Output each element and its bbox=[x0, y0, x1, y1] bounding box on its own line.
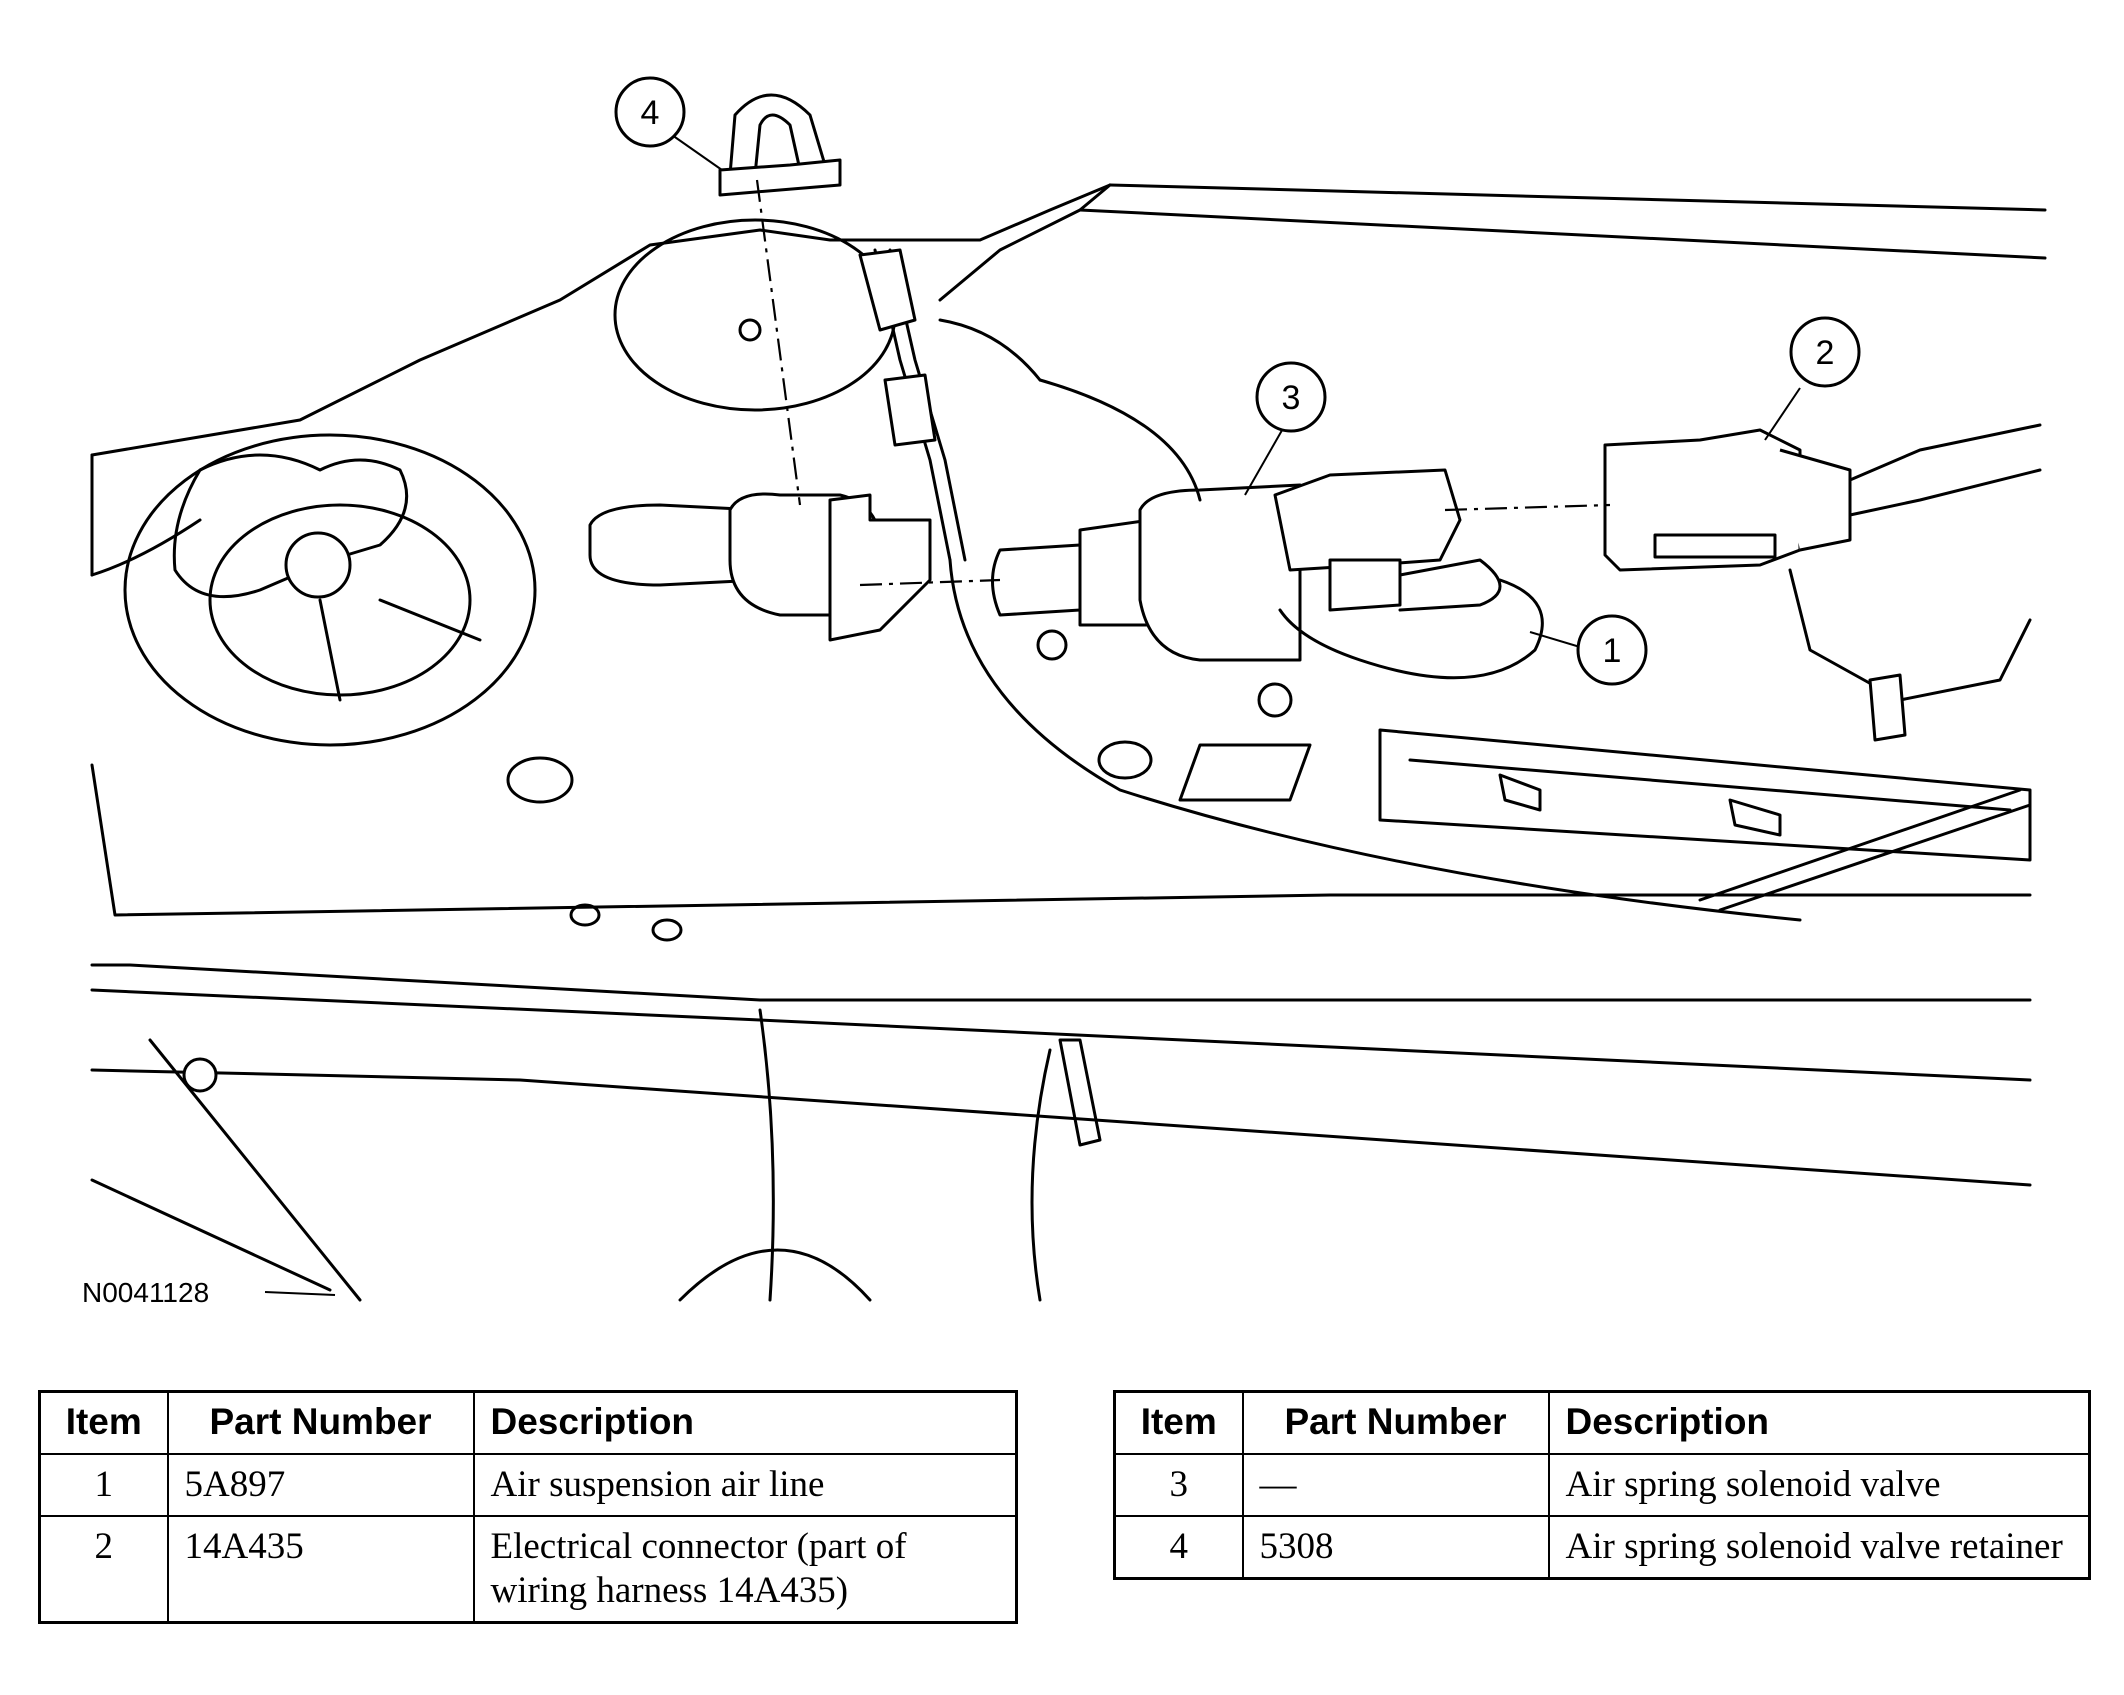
cell-item: 3 bbox=[1113, 1453, 1244, 1517]
cell-part-number: 5308 bbox=[1241, 1515, 1550, 1580]
exploded-view-illustration: 1 2 3 4 N0041128 bbox=[82, 76, 2047, 1308]
cell-item: 4 bbox=[1113, 1515, 1244, 1580]
cell-description: Air spring solenoid valve bbox=[1547, 1453, 2091, 1517]
callout-4: 4 bbox=[614, 76, 686, 148]
callout-2-label: 2 bbox=[1816, 334, 1835, 372]
callout-3: 3 bbox=[1255, 361, 1327, 433]
header-item: Item bbox=[38, 1390, 169, 1455]
table-header-row: Item Part Number Description bbox=[38, 1390, 1018, 1455]
cell-description: Air spring solenoid valve retainer bbox=[1547, 1515, 2091, 1580]
solenoid-valve bbox=[588, 468, 1502, 802]
cell-part-number: — bbox=[1241, 1453, 1550, 1517]
air-line bbox=[858, 248, 1802, 922]
callout-2: 2 bbox=[1789, 316, 1861, 388]
header-item: Item bbox=[1113, 1390, 1244, 1455]
cell-description: Electrical connector (part of wiring har… bbox=[472, 1515, 1018, 1624]
frame-details bbox=[182, 728, 2032, 1147]
electrical-connector bbox=[1603, 423, 2042, 742]
callout-4-label: 4 bbox=[641, 94, 660, 132]
header-part-number: Part Number bbox=[1241, 1390, 1550, 1455]
header-description: Description bbox=[472, 1390, 1018, 1455]
table-row: 3 — Air spring solenoid valve bbox=[1113, 1453, 2091, 1517]
cell-part-number: 5A897 bbox=[166, 1453, 475, 1517]
callout-1: 1 bbox=[1576, 614, 1648, 686]
table-header-row: Item Part Number Description bbox=[1113, 1390, 2091, 1455]
parts-table-left: Item Part Number Description 1 5A897 Air… bbox=[38, 1390, 1018, 1624]
figure-id: N0041128 bbox=[82, 1277, 209, 1308]
callout-1-label: 1 bbox=[1603, 632, 1622, 670]
header-part-number: Part Number bbox=[166, 1390, 475, 1455]
parts-table-right: Item Part Number Description 3 — Air spr… bbox=[1113, 1390, 2091, 1580]
retainer-clip bbox=[718, 93, 842, 197]
exploded-view-leaders bbox=[755, 179, 1611, 587]
table-row: 4 5308 Air spring solenoid valve retaine… bbox=[1113, 1515, 2091, 1580]
header-description: Description bbox=[1547, 1390, 2091, 1455]
cell-part-number: 14A435 bbox=[166, 1515, 475, 1624]
vehicle-frame-outline bbox=[90, 183, 2047, 1302]
table-row: 2 14A435 Electrical connector (part of w… bbox=[38, 1515, 1018, 1624]
figure-id-underline bbox=[264, 1291, 336, 1296]
cell-item: 2 bbox=[38, 1515, 169, 1624]
spring-seat bbox=[123, 218, 897, 747]
callout-3-label: 3 bbox=[1282, 379, 1301, 417]
table-row: 1 5A897 Air suspension air line bbox=[38, 1453, 1018, 1517]
cell-description: Air suspension air line bbox=[472, 1453, 1018, 1517]
cell-item: 1 bbox=[38, 1453, 169, 1517]
